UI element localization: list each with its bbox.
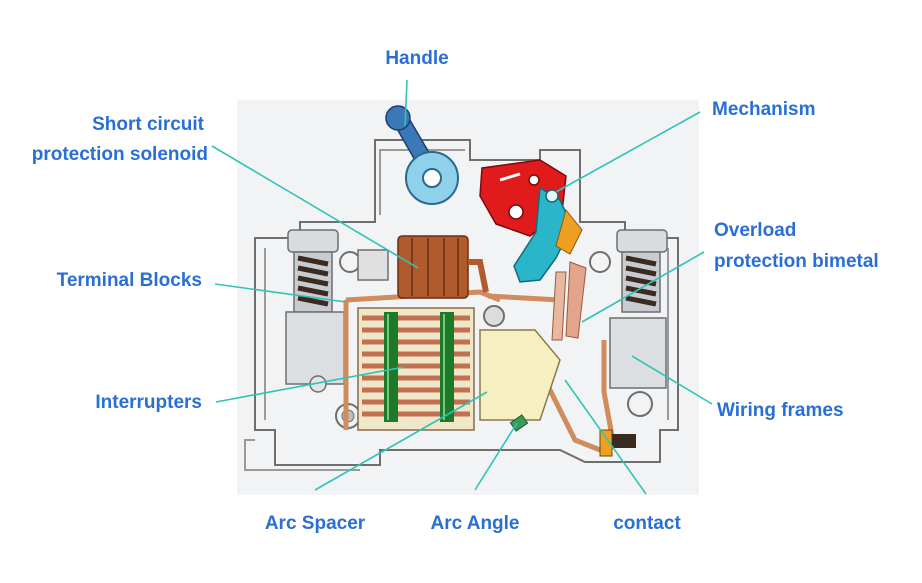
leader-interrupters <box>215 366 405 403</box>
label-interrupters: Interrupters <box>95 392 202 413</box>
leader-arc-spacer <box>314 391 488 491</box>
label-terminal-blocks: Terminal Blocks <box>56 270 202 291</box>
bimetal-strip <box>565 261 587 339</box>
bimetal-strip-2 <box>551 271 567 341</box>
label-mechanism: Mechanism <box>712 99 816 120</box>
leader-handle <box>404 79 408 127</box>
leader-terminal-blocks <box>214 283 347 303</box>
leader-contact <box>564 379 647 495</box>
arc-spacer-block <box>479 329 561 421</box>
leader-short-circuit <box>211 145 419 269</box>
leader-mechanism <box>555 111 701 193</box>
leader-wiring-frames <box>631 355 713 405</box>
leader-lines <box>211 79 713 495</box>
latch-lever <box>513 186 583 283</box>
label-short-circuit-line1: Short circuit <box>92 114 204 135</box>
right-terminal <box>339 229 668 417</box>
arc-chute <box>357 307 475 431</box>
label-arc-angle: Arc Angle <box>430 513 520 534</box>
label-overload-line2: protection bimetal <box>714 251 879 272</box>
solenoid-coil <box>357 235 489 299</box>
label-handle: Handle <box>385 48 449 69</box>
left-terminal <box>285 229 361 429</box>
toggle-handle <box>385 105 459 205</box>
label-short-circuit-line2: protection solenoid <box>31 144 208 165</box>
leader-overload <box>581 251 705 323</box>
label-wiring-frames: Wiring frames <box>717 400 844 421</box>
leader-arc-angle <box>474 422 518 491</box>
pivot-pin <box>483 305 505 327</box>
label-overload-line1: Overload <box>714 220 797 241</box>
label-contact: contact <box>613 513 681 534</box>
moving-contact <box>599 429 636 457</box>
label-arc-spacer: Arc Spacer <box>264 513 366 534</box>
